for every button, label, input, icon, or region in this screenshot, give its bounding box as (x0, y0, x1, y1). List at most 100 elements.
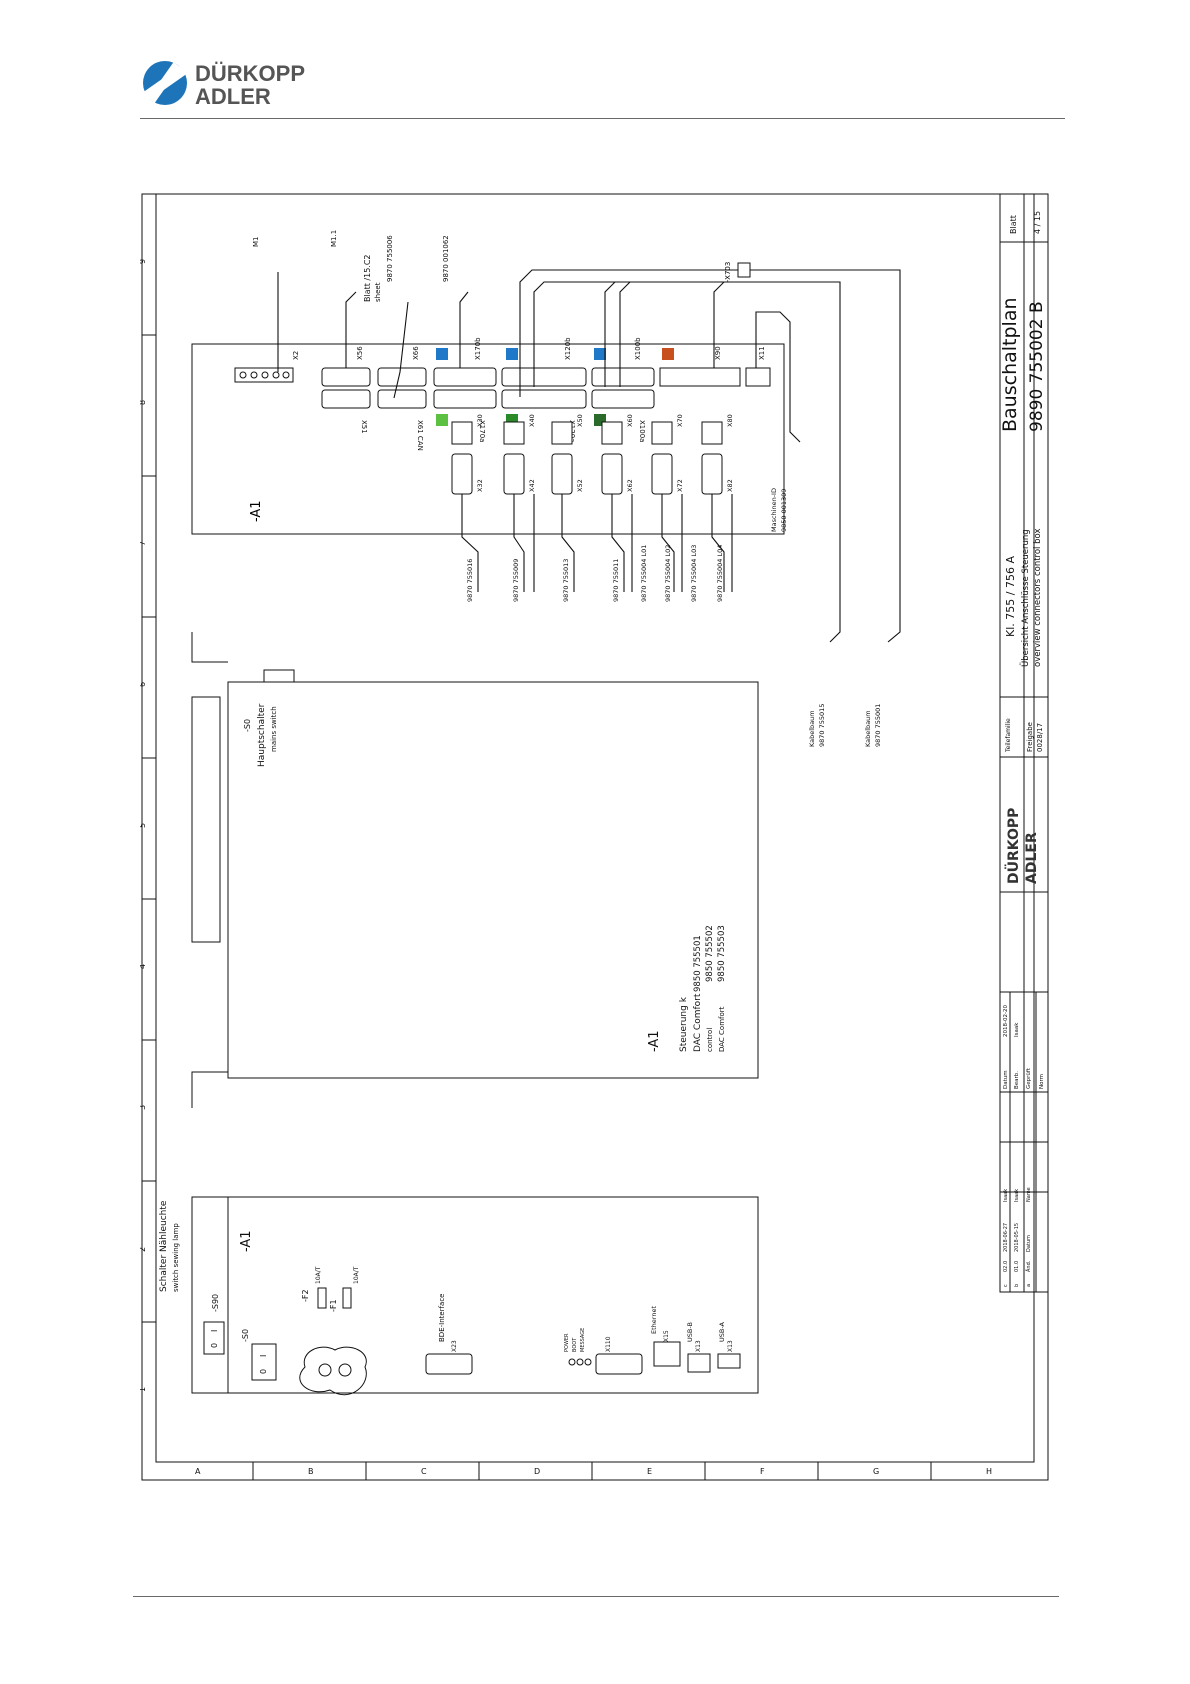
wire-label-5: 9870 755004 L01 (640, 545, 648, 602)
x90-color-icon (662, 348, 674, 360)
grid-row-c: C (421, 1467, 427, 1476)
fuse-f1-holder (338, 1363, 352, 1377)
x170a-color-icon (436, 414, 448, 426)
rev-val-datum: 2018-02-20 (1003, 1005, 1009, 1037)
x170b-color-icon (436, 348, 448, 360)
x30-connector (451, 421, 473, 445)
fuse-holder-outline (299, 1346, 367, 1396)
x110-connector (595, 1353, 643, 1375)
rev-col-geprueft: Geprüft (1026, 1067, 1032, 1089)
label-x40: X40 (528, 414, 536, 427)
label-switch-en: switch sewing lamp (172, 1223, 180, 1292)
led-message: MESSAGE (580, 1328, 586, 1352)
grid-row-h: H (986, 1467, 992, 1476)
grid-col-2: 2 (140, 1247, 147, 1252)
ethernet-port (653, 1341, 681, 1367)
grid-row-e: E (647, 1467, 652, 1476)
front-box-label: -A1 (239, 1230, 254, 1252)
wiring-diagram-sheet: 1 2 3 4 5 6 7 8 9 A B C D E F G H Bausch… (140, 193, 1049, 1481)
label-x100a: X100a (638, 420, 646, 442)
label-x82: X82 (726, 479, 734, 492)
sheet-value: 4 / 15 (1033, 211, 1042, 234)
label-x90: X90 (714, 346, 722, 360)
title-desc-en: overview connectors control box (1033, 529, 1043, 667)
label-x13-a: X13 (727, 1340, 734, 1352)
dac-number-1: 9850 755501 (693, 935, 703, 992)
rev-row-a-date: Datum (1026, 1235, 1032, 1252)
label-x80: X80 (726, 414, 734, 427)
s0-front-switch (251, 1343, 277, 1381)
grid-col-6: 6 (140, 682, 147, 687)
grid-col-3: 3 (140, 1105, 147, 1110)
x120b-color-icon (506, 348, 518, 360)
x90-connector (659, 367, 741, 387)
mounting-rail-top (191, 632, 228, 663)
rev-col-bearb: Bearb. (1014, 1071, 1020, 1089)
grid-row-a: A (195, 1467, 201, 1476)
rev-row-c-ver: 02.0 (1003, 1261, 1009, 1272)
label-x120b: X120b (564, 337, 572, 360)
title-main: Bauschaltplan (999, 297, 1021, 432)
x120a-connector (501, 389, 587, 409)
label-s0: -S0 (243, 719, 252, 732)
grid-col-7: 7 (140, 541, 147, 546)
x82-connector (701, 453, 723, 495)
label-x110: X110 (605, 1336, 612, 1352)
label-x13-b: X13 (695, 1340, 702, 1352)
f2-rating: 10A/T (315, 1266, 322, 1284)
grid-col-1: 1 (140, 1387, 147, 1392)
rev-row-b: b (1014, 1284, 1020, 1287)
label-mains-switch: mains switch (270, 706, 278, 752)
usb-a-port (717, 1353, 741, 1369)
rev-row-a: a (1026, 1284, 1032, 1287)
x170a-connector (433, 389, 497, 409)
message-led-icon (584, 1358, 592, 1366)
front-s0-off: 0 (259, 1369, 268, 1374)
rev-row-b-date: 2018-05-15 (1014, 1223, 1020, 1252)
sheet-label: Blatt (1009, 215, 1018, 234)
fuse-f2-icon (317, 1287, 327, 1309)
front-s0-on: I (259, 1355, 268, 1357)
label-control: control (706, 1028, 714, 1052)
tb-brand-2: ADLER (1024, 832, 1040, 884)
brand-mark-icon (143, 61, 187, 105)
x56-connector (321, 367, 371, 387)
x51-connector (321, 389, 371, 409)
x80-connector (701, 421, 723, 445)
x170b-connector (433, 367, 497, 387)
label-x52: X52 (576, 479, 584, 492)
kabelbaum-number-2: 9870 755001 (874, 704, 882, 747)
grid-col-8: 8 (140, 400, 147, 405)
label-9870001062: 9870 001062 (442, 235, 450, 282)
rev-row-b-ver: 01.0 (1014, 1261, 1020, 1272)
front-panel-side (191, 1196, 229, 1394)
wires (277, 269, 901, 643)
wire-label-3: 9870 755013 (562, 559, 570, 602)
label-x56: X56 (356, 346, 364, 360)
rail-bar (191, 696, 221, 943)
boot-led-icon (576, 1358, 584, 1366)
x40-connector (503, 421, 525, 445)
x50-connector (551, 421, 573, 445)
control-box-middle (227, 681, 759, 1079)
x11-connector (745, 367, 771, 387)
x120b-connector (501, 367, 587, 387)
title-class: Kl. 755 / 756 A (1004, 556, 1017, 637)
label-dac-comfort-en: DAC Comfort (718, 1006, 726, 1052)
label-9870755006: 9870 755006 (386, 235, 394, 282)
x70-connector (651, 421, 673, 445)
label-dac-comfort: DAC Comfort (693, 993, 703, 1052)
wire-label-2: 9870 755009 (512, 559, 520, 602)
grid-row-b: B (308, 1467, 314, 1476)
label-m11: M1.1 (330, 230, 338, 247)
label-x23: X23 (451, 1340, 458, 1352)
label-x61: X61 CAN (416, 420, 424, 451)
rev-row-c-name: Isaak (1003, 1189, 1009, 1202)
top-box-label: -A1 (249, 500, 264, 522)
rev-row-c: c (1003, 1284, 1009, 1287)
title-desc-de: Übersicht Anschlüsse Steuerung (1020, 529, 1031, 667)
fuse-f1-icon (342, 1287, 352, 1309)
led-boot: BOOT (572, 1337, 578, 1352)
x42-connector (503, 453, 525, 495)
label-x15: X15 (663, 1330, 670, 1342)
